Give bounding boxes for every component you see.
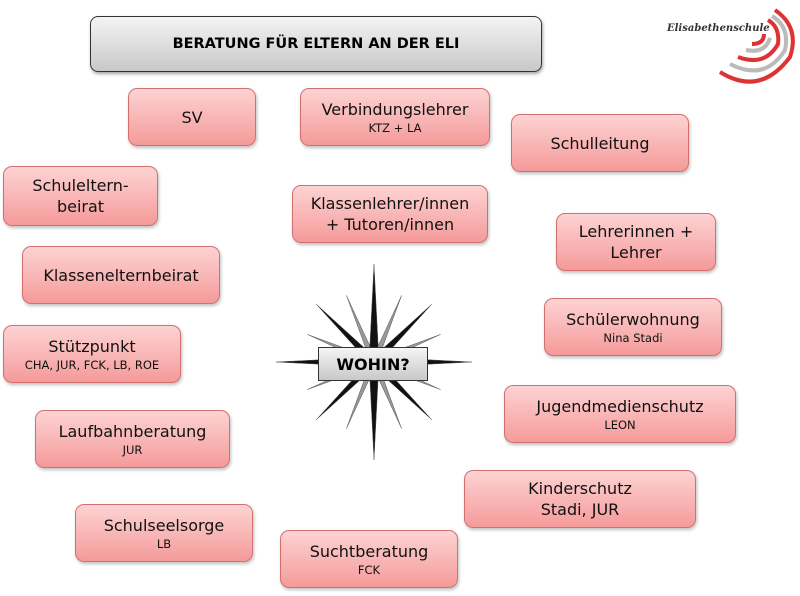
box-title: Klassenlehrer/innen + Tutoren/innen (310, 194, 470, 234)
box-title: Schulleitung (550, 133, 650, 153)
box-klassenlehrer: Klassenlehrer/innen + Tutoren/innen (292, 185, 488, 243)
box-schulleitung: Schulleitung (511, 114, 689, 172)
box-subtitle: LB (156, 536, 172, 551)
center-label: WOHIN? (318, 347, 428, 381)
school-logo (718, 8, 795, 84)
box-schulelternbeirat: Schuleltern- beirat (3, 166, 158, 226)
box-subtitle: KTZ + LA (368, 120, 422, 135)
box-title: Lehrerinnen + Lehrer (578, 222, 694, 262)
box-subtitle: LEON (604, 417, 636, 432)
box-title: Verbindungslehrer (321, 99, 469, 119)
logo-text: Elisabethenschule (667, 23, 770, 34)
box-lehrerinnen: Lehrerinnen + Lehrer (556, 213, 716, 271)
box-subtitle: Nina Stadi (603, 330, 663, 345)
box-sv: SV (128, 88, 256, 146)
box-kinderschutz: Kinderschutz Stadi, JUR (464, 470, 696, 528)
box-title: Laufbahnberatung (58, 421, 207, 441)
box-title: Schuleltern- beirat (32, 176, 129, 216)
box-subtitle: JUR (122, 442, 143, 457)
box-subtitle: FCK (357, 562, 381, 577)
box-title: Jugendmedienschutz (536, 396, 704, 416)
box-subtitle: CHA, JUR, FCK, LB, ROE (24, 357, 160, 372)
box-title: Klassenelternbeirat (43, 265, 199, 285)
box-title: Schulseelsorge (103, 515, 225, 535)
box-klassenelternbeirat: Klassenelternbeirat (22, 246, 220, 304)
slide-title: BERATUNG FÜR ELTERN AN DER ELI (90, 16, 542, 72)
box-title: Kinderschutz Stadi, JUR (528, 479, 632, 519)
box-title: SV (181, 107, 203, 127)
box-title: Stützpunkt (48, 336, 136, 356)
box-title: Suchtberatung (309, 541, 429, 561)
box-title: Schülerwohnung (566, 309, 700, 329)
